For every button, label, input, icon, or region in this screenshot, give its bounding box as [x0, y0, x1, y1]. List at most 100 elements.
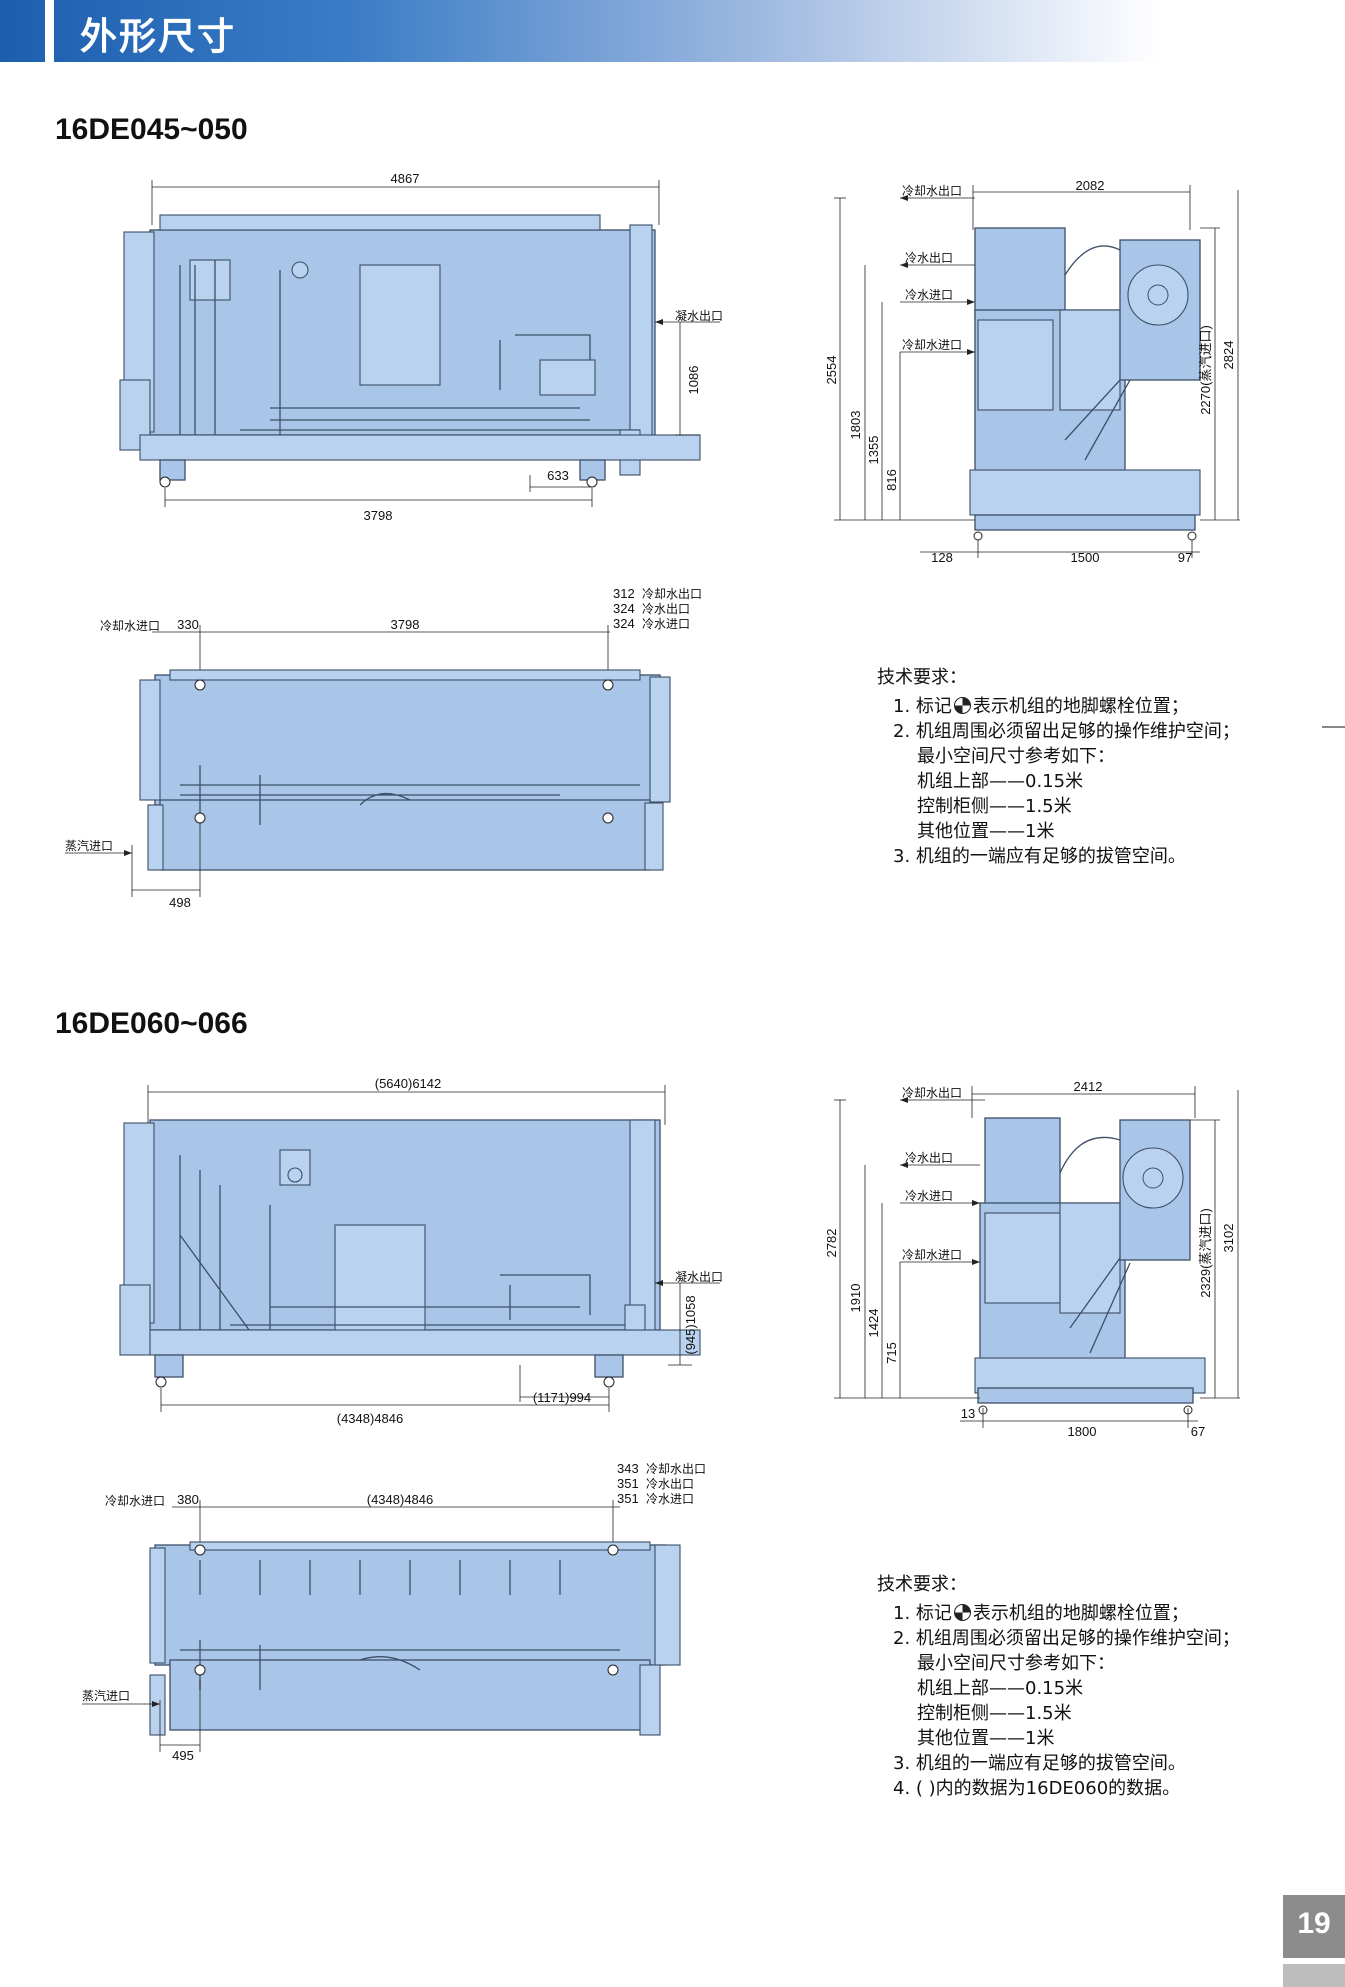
- notes-1-item-1b: 表示机组的地脚螺栓位置；: [972, 696, 1189, 717]
- model-title-1: 16DE045~050: [55, 113, 248, 146]
- header-banner: [0, 0, 1160, 62]
- front-view-2: (5640)6142 凝水出口 (945)1058 (4348)4846 (11…: [119, 1075, 800, 1435]
- page-title: 外形尺寸: [80, 15, 236, 58]
- front-2-length: (5640)6142: [375, 1076, 442, 1091]
- front-2-bolt-span: (4348)4846: [337, 1411, 404, 1426]
- side-1-label-chilled-out: 冷水出口: [905, 251, 953, 265]
- side-view-1-dim-right: 2270(蒸汽进口) 2824: [1198, 190, 1240, 521]
- front-view-1-body: [119, 214, 701, 488]
- side-view-2: 2412 冷却水出口 冷水出口 冷水进口 冷却水进口 2782 1910 142…: [820, 1078, 1240, 1439]
- top-view-1-dims-top: 冷却水进口 330 3798 312 冷却水出口 324 冷水出口 324 冷水…: [100, 586, 702, 685]
- notes-2-item-7: 3. 机组的一端应有足够的拔管空间。: [893, 1753, 1186, 1774]
- notes-2-item-1b: 表示机组的地脚螺栓位置；: [972, 1603, 1189, 1624]
- notes-1-item-3: 最小空间尺寸参考如下：: [917, 746, 1115, 767]
- header-accent-bar: [45, 0, 54, 62]
- side-1-steam-height: 2270(蒸汽进口): [1198, 325, 1213, 415]
- side-1-label-cooling-out: 冷却水出口: [902, 184, 962, 198]
- page-number: 19: [1297, 1907, 1331, 1940]
- page-number-tab: [1283, 1964, 1345, 1987]
- top-2-rd-1-value: 351: [617, 1476, 639, 1491]
- top-2-inlet-label: 冷却水进口: [105, 1494, 165, 1508]
- top-2-rd-2-value: 351: [617, 1491, 639, 1506]
- top-2-rd-1-label: 冷水出口: [646, 1477, 694, 1491]
- side-2-height-cooling-out: 3102: [1221, 1224, 1236, 1253]
- side-2-cooling-in: 715: [884, 1342, 899, 1364]
- top-2-rd-2-label: 冷水进口: [646, 1492, 694, 1506]
- side-1-label-cooling-in: 冷却水进口: [902, 338, 962, 352]
- front-2-bolt-offset: (1171)994: [533, 1390, 591, 1405]
- top-2-rd-0-value: 343: [617, 1461, 639, 1476]
- front-1-bolt-span: 3798: [364, 508, 393, 523]
- side-2-cold-out: 1910: [848, 1284, 863, 1313]
- side-1-right-offset: 97: [1178, 550, 1192, 565]
- front-1-bolt-offset: 633: [547, 468, 569, 483]
- top-view-1-body: [139, 669, 671, 871]
- side-1-left-offset: 128: [931, 550, 953, 565]
- top-view-1-steam: 蒸汽进口 498: [65, 825, 201, 910]
- notes-2-title: 技术要求：: [877, 1574, 967, 1595]
- front-view-2-dim-top: (5640)6142: [147, 1076, 666, 1125]
- side-rule: [1322, 726, 1345, 728]
- notes-2-item-4: 机组上部——0.15米: [917, 1678, 1084, 1699]
- top-1-inlet-label: 冷却水进口: [100, 619, 160, 633]
- notes-2-item-3: 最小空间尺寸参考如下：: [917, 1653, 1115, 1674]
- front-view-2-dim-bottom: (4348)4846 (1171)994: [160, 1365, 610, 1426]
- notes-2-item-1a: 1. 标记: [893, 1603, 952, 1624]
- notes-1-item-7: 3. 机组的一端应有足够的拔管空间。: [893, 846, 1186, 867]
- notes-1-item-6: 其他位置——1米: [917, 821, 1055, 842]
- top-2-steam-offset: 495: [172, 1748, 194, 1763]
- top-view-2-body: [149, 1541, 681, 1736]
- tech-notes-2: 技术要求： 1. 标记表示机组的地脚螺栓位置； 2. 机组周围必须留出足够的操作…: [877, 1572, 1240, 1801]
- side-view-1: 2082 冷却水出口 冷水出口 冷水进口 冷却水进口 2554 1803 135…: [820, 178, 1240, 570]
- notes-1-item-2: 2. 机组周围必须留出足够的操作维护空间；: [893, 721, 1240, 742]
- side-view-2-nozzles: 冷却水出口 冷水出口 冷水进口 冷却水进口: [900, 1086, 985, 1265]
- tech-notes-1: 技术要求： 1. 标记表示机组的地脚螺栓位置； 2. 机组周围必须留出足够的操作…: [877, 665, 1240, 869]
- side-1-height-cooling-out: 2824: [1221, 341, 1236, 370]
- top-2-inlet-offset: 380: [177, 1492, 199, 1507]
- side-view-2-dim-left: 2782 1910 1424 715: [824, 1099, 980, 1399]
- notes-2-item-8: 4. ( )内的数据为16DE060的数据。: [893, 1778, 1181, 1799]
- side-2-steam-height: 2329(蒸汽进口): [1198, 1208, 1213, 1298]
- anchor-bolt-icon: [953, 1604, 971, 1621]
- notes-2-item-6: 其他位置——1米: [917, 1728, 1055, 1749]
- top-1-steam-offset: 498: [169, 895, 191, 910]
- top-1-rd-1-label: 冷水出口: [642, 602, 690, 616]
- front-2-drain-height: (945)1058: [683, 1295, 698, 1354]
- front-1-drain-label: 凝水出口: [675, 308, 723, 323]
- side-view-2-dim-bottom: 13 1800 67: [960, 1406, 1205, 1439]
- top-view-2-dims-top: 冷却水进口 380 (4348)4846 343 冷却水出口 351 冷水出口 …: [105, 1461, 706, 1550]
- top-2-steam-label: 蒸汽进口: [82, 1688, 130, 1703]
- notes-1-title: 技术要求：: [877, 667, 967, 688]
- top-2-bolt-span: (4348)4846: [367, 1492, 434, 1507]
- top-1-bolt-span: 3798: [391, 617, 420, 632]
- side-2-height-total: 2782: [824, 1229, 839, 1258]
- front-view-1-dim-bottom: 3798 633: [164, 468, 593, 523]
- side-1-cooling-in: 816: [884, 469, 899, 491]
- notes-2-item-2: 2. 机组周围必须留出足够的操作维护空间；: [893, 1628, 1240, 1649]
- side-1-width: 2082: [1076, 178, 1105, 193]
- side-view-2-dim-right: 2329(蒸汽进口) 3102: [1190, 1090, 1240, 1399]
- side-view-1-dim-top: 2082: [972, 178, 1191, 230]
- side-1-bolt-span: 1500: [1071, 550, 1100, 565]
- side-view-1-dim-left: 2554 1803 1355 816: [824, 197, 975, 521]
- notes-2-item-5: 控制柜侧——1.5米: [917, 1703, 1072, 1724]
- side-view-1-nozzles: 冷却水出口 冷水出口 冷水进口 冷却水进口: [900, 184, 975, 355]
- side-1-label-chilled-in: 冷水进口: [905, 288, 953, 302]
- top-1-steam-label: 蒸汽进口: [65, 838, 113, 853]
- side-1-cold-in: 1355: [866, 436, 881, 465]
- side-view-2-body: [974, 1117, 1206, 1415]
- side-1-cold-out: 1803: [848, 411, 863, 440]
- side-2-label-cooling-out: 冷却水出口: [902, 1086, 962, 1100]
- top-1-rd-2-value: 324: [613, 616, 635, 631]
- top-view-2-steam: 蒸汽进口 495: [82, 1680, 201, 1763]
- front-1-length: 4867: [391, 171, 420, 186]
- top-1-inlet-offset: 330: [177, 617, 199, 632]
- top-view-1: 冷却水进口 330 3798 312 冷却水出口 324 冷水出口 324 冷水…: [60, 585, 740, 915]
- front-view-1-dim-top: 4867: [151, 171, 660, 225]
- side-2-right-offset: 67: [1191, 1424, 1205, 1439]
- notes-1-item-1a: 1. 标记: [893, 696, 952, 717]
- front-1-drain-height: 1086: [686, 366, 701, 395]
- side-view-1-dim-bottom: 128 1500 97: [920, 540, 1200, 565]
- side-2-label-chilled-in: 冷水进口: [905, 1189, 953, 1203]
- side-view-1-body: [969, 227, 1201, 541]
